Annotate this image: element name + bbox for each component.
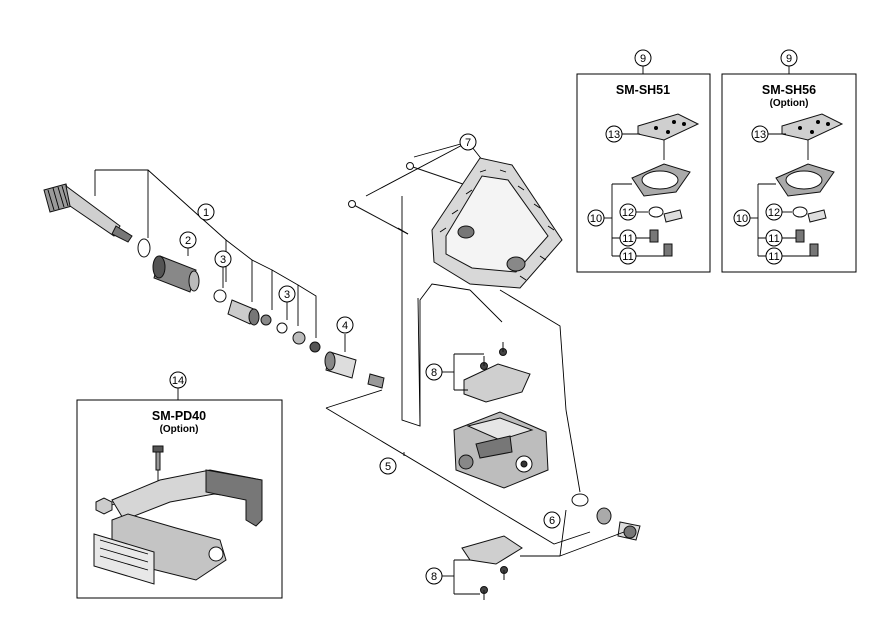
sm-pd40-subtitle: (Option) xyxy=(160,424,199,435)
svg-text:11: 11 xyxy=(622,251,633,263)
pedal-body-assembly xyxy=(325,141,641,600)
callout-11-sh51-b: 11 xyxy=(619,247,637,265)
callout-3a: 3 xyxy=(214,250,232,268)
sm-sh56-title: SM-SH56 xyxy=(762,83,816,97)
callout-13-sh56: 13 xyxy=(751,125,769,143)
svg-text:8: 8 xyxy=(431,367,437,379)
svg-text:3: 3 xyxy=(284,289,290,301)
callout-12-sh51: 12 xyxy=(619,203,637,221)
svg-text:12: 12 xyxy=(768,207,780,219)
svg-text:9: 9 xyxy=(786,53,792,65)
svg-text:2: 2 xyxy=(185,235,191,247)
callout-1: 1 xyxy=(197,203,215,221)
callout-11-sh51-a: 11 xyxy=(619,229,637,247)
sm-sh56-subtitle: (Option) xyxy=(770,98,809,109)
svg-text:9: 9 xyxy=(640,53,646,65)
callout-3b: 3 xyxy=(278,285,296,303)
svg-text:5: 5 xyxy=(385,461,391,473)
callout-9-sh56: 9 xyxy=(780,49,798,67)
svg-text:3: 3 xyxy=(220,254,226,266)
callout-12-sh56: 12 xyxy=(765,203,783,221)
svg-text:11: 11 xyxy=(768,251,779,263)
callout-13-sh51: 13 xyxy=(605,125,623,143)
svg-text:10: 10 xyxy=(590,213,602,225)
callout-7: 7 xyxy=(459,133,477,151)
svg-text:6: 6 xyxy=(549,515,555,527)
callout-5: 5 xyxy=(379,457,397,475)
callout-11-sh56-b: 11 xyxy=(765,247,783,265)
svg-text:11: 11 xyxy=(622,233,633,245)
svg-text:13: 13 xyxy=(754,129,766,141)
sm-pd40-box: 14 SM-PD40 (Option) xyxy=(76,371,283,599)
sm-sh56-box: 9 SM-SH56 (Option) xyxy=(721,49,857,273)
svg-text:8: 8 xyxy=(431,571,437,583)
svg-text:10: 10 xyxy=(736,213,748,225)
sm-sh51-title: SM-SH51 xyxy=(616,83,670,97)
svg-text:13: 13 xyxy=(608,129,620,141)
svg-text:7: 7 xyxy=(465,137,471,149)
callout-8-upper: 8 xyxy=(425,363,443,381)
svg-text:11: 11 xyxy=(768,233,779,245)
svg-text:12: 12 xyxy=(622,207,634,219)
callout-10-sh56: 10 xyxy=(733,209,751,227)
callout-4: 4 xyxy=(336,316,354,334)
svg-text:4: 4 xyxy=(342,320,348,332)
callout-14: 14 xyxy=(169,371,187,389)
sm-pd40-title: SM-PD40 xyxy=(152,409,206,423)
callout-2: 2 xyxy=(179,231,197,249)
callout-6: 6 xyxy=(543,511,561,529)
axle-assembly xyxy=(43,169,385,389)
svg-text:1: 1 xyxy=(203,207,209,219)
callout-8-lower: 8 xyxy=(425,567,443,585)
svg-text:14: 14 xyxy=(172,375,184,387)
callout-9-sh51: 9 xyxy=(634,49,652,67)
callout-11-sh56-a: 11 xyxy=(765,229,783,247)
callout-10-sh51: 10 xyxy=(587,209,605,227)
sm-sh51-box: 9 SM-SH51 xyxy=(576,49,711,273)
